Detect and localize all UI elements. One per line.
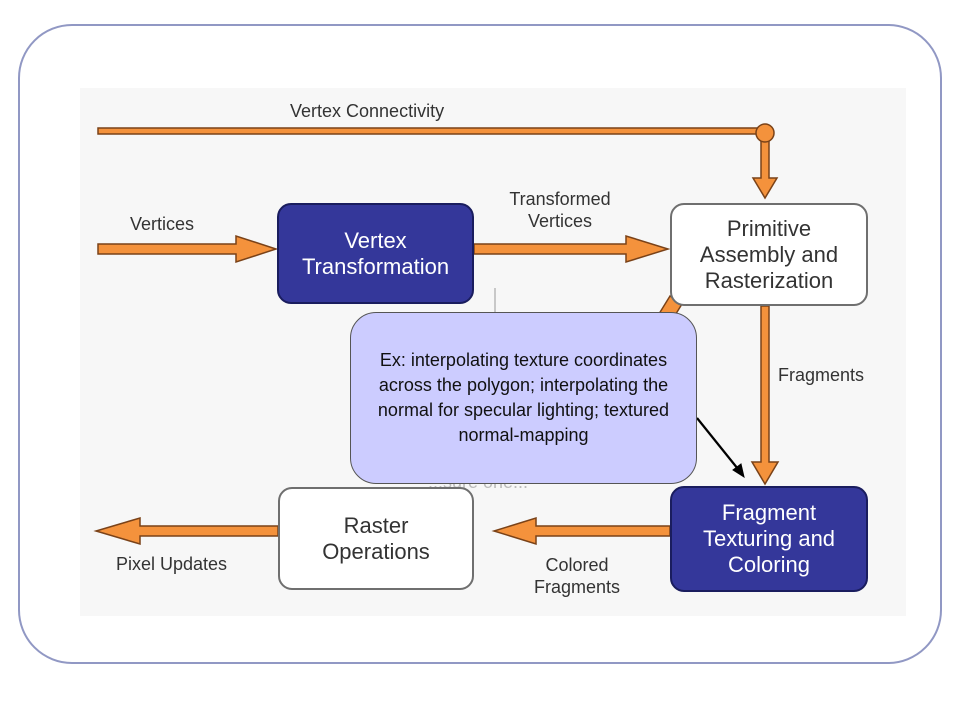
fragments-label: Fragments	[778, 365, 865, 385]
fragments-arrow	[750, 305, 780, 486]
connectivity-down-arrow	[751, 133, 779, 200]
colored-fragments-arrow	[491, 516, 671, 546]
vertex-connectivity-label: Vertex Connectivity	[290, 101, 445, 121]
vertex-transformation-box: Vertex Transformation	[277, 203, 474, 304]
primitive-assembly-label: Primitive Assembly and Rasterization	[699, 215, 839, 293]
pixel-updates-arrow	[93, 516, 279, 546]
callout-pointer-arrowhead	[732, 463, 745, 479]
colored-fragments-label: Colored Fragments	[533, 555, 621, 597]
transformed-vertices-arrow	[473, 234, 671, 264]
vertex-connectivity-arrow	[97, 127, 761, 135]
primitive-assembly-box: Primitive Assembly and Rasterization	[670, 203, 868, 306]
fragment-texturing-box: Fragment Texturing and Coloring	[670, 486, 868, 592]
callout-text: Ex: interpolating texture coordinates ac…	[377, 350, 670, 445]
vertices-arrow	[97, 234, 279, 264]
raster-operations-box: Raster Operations	[278, 487, 474, 590]
transformed-vertices-label: Transformed Vertices	[509, 189, 611, 231]
vertex-transformation-label: Vertex Transformation	[301, 227, 450, 279]
vertices-label: Vertices	[130, 214, 195, 234]
callout-pointer-line	[696, 417, 743, 475]
raster-operations-label: Raster Operations	[322, 512, 430, 564]
fragment-texturing-label: Fragment Texturing and Coloring	[702, 500, 836, 577]
connectivity-junction	[755, 123, 775, 143]
callout-bubble: Ex: interpolating texture coordinates ac…	[350, 312, 697, 484]
pixel-updates-label: Pixel Updates	[116, 554, 228, 574]
